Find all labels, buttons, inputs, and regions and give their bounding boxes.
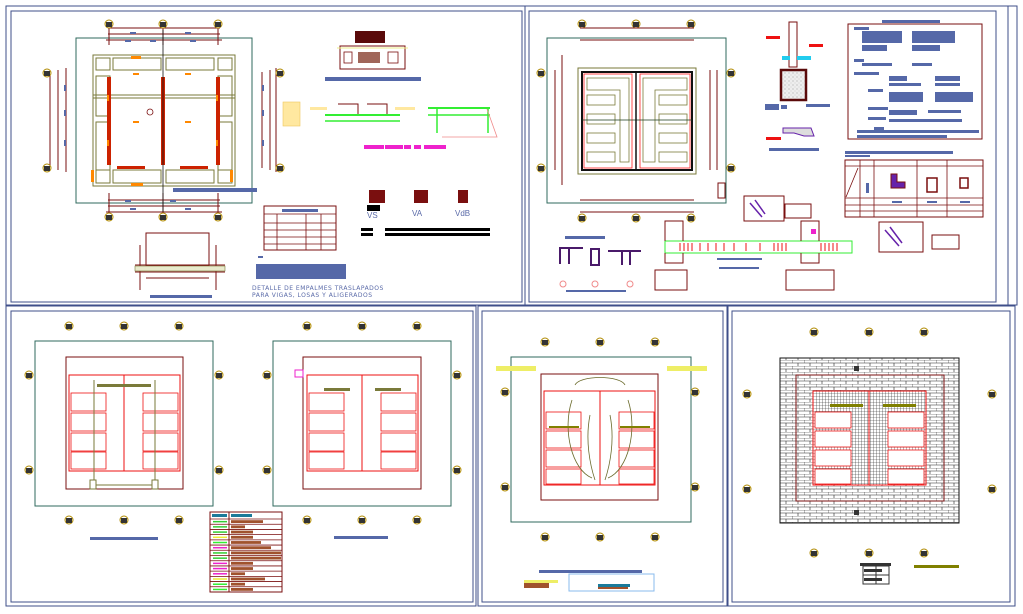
panel-sanitary — [24, 321, 462, 593]
legend-symbol — [213, 567, 227, 570]
site-boundary — [75, 37, 253, 204]
panel-sanitary-frame — [10, 310, 474, 603]
legend-symbol — [213, 562, 227, 565]
legend-rows — [210, 518, 282, 591]
legend-description — [231, 520, 263, 524]
panel-electrical-frame — [481, 310, 724, 603]
columns — [107, 77, 220, 169]
legend-symbol — [213, 552, 227, 554]
finish-table — [860, 563, 959, 585]
legend-symbol — [213, 573, 227, 575]
legend-description — [231, 541, 261, 544]
legend-description — [231, 577, 265, 581]
elevation-view — [325, 31, 421, 81]
section-title-bar — [150, 295, 212, 298]
legend-description — [231, 535, 253, 539]
legend-symbol — [213, 520, 227, 523]
tie-beam-elevation — [654, 220, 853, 291]
legend-symbol — [213, 578, 227, 580]
panel-foundation-frame — [10, 10, 523, 303]
legend-description — [231, 556, 281, 560]
legend-description — [231, 525, 245, 529]
slab-voids — [586, 77, 688, 163]
section-label-vs: VS — [367, 211, 378, 220]
wall-footing-section — [765, 21, 830, 151]
panel-slab — [536, 19, 984, 292]
panel-electrical-outer — [477, 305, 728, 607]
footing-section — [134, 232, 226, 298]
legend-symbol — [213, 531, 227, 533]
legend-description — [231, 567, 253, 570]
general-notes-box — [847, 20, 983, 140]
section-vdb — [458, 190, 468, 203]
drainage-plan — [24, 321, 224, 540]
panel-sanitary-outer — [5, 305, 477, 607]
legend-description — [231, 561, 253, 565]
column-sections — [559, 236, 641, 292]
panel-frames — [5, 5, 1018, 607]
panel-slab-frame — [528, 10, 997, 303]
dimension-labels — [64, 32, 264, 210]
legend-description — [231, 530, 253, 534]
magenta-legend-bar — [364, 145, 446, 149]
legend-symbol — [213, 546, 227, 549]
section-vs — [367, 190, 385, 211]
roof-slab-plan — [536, 19, 736, 223]
legend-symbol — [213, 588, 227, 591]
detail-caption-line-1: DETALLE DE EMPALMES TRASLAPADOS — [252, 285, 384, 292]
legend-description — [231, 572, 245, 576]
panel-finishes-outer — [727, 305, 1016, 607]
legend-description — [231, 546, 271, 550]
single-line-diagram — [524, 570, 655, 592]
detail-caption-line-2: PARA VIGAS, LOSAS Y ALIGERADOS — [252, 292, 373, 299]
orange-markers — [91, 56, 233, 186]
panel-finishes-frame — [731, 310, 1011, 603]
panel-foundation: VS VA VdB DETALLE DE EMPALMES TRASLAPADO… — [42, 19, 498, 299]
column-schedule-table — [844, 151, 984, 218]
beam-sections: VS VA VdB — [361, 190, 490, 236]
elevation-title-bar — [325, 77, 421, 81]
panel-electrical — [496, 337, 707, 592]
legend-symbol — [213, 557, 227, 559]
beam-rebar-detail — [282, 101, 498, 149]
detail-title-bar — [769, 148, 819, 151]
legend-symbol — [213, 583, 227, 585]
legend-description — [231, 551, 281, 555]
water-supply-plan — [262, 321, 462, 539]
legend-description — [231, 582, 245, 586]
floor-finish-plan — [742, 327, 997, 558]
section-label-vdb: VdB — [455, 209, 470, 218]
section-va — [414, 190, 428, 203]
section-label-va: VA — [412, 209, 423, 218]
legend-table — [209, 511, 283, 593]
electrical-plan — [496, 337, 707, 542]
top-row-outer-frame — [5, 5, 1018, 306]
legend-symbol — [213, 536, 227, 539]
legend-symbol — [213, 526, 227, 528]
panel-finishes — [742, 327, 997, 585]
legend-symbol — [213, 541, 227, 544]
notes-block — [256, 264, 346, 279]
foundation-plan — [42, 19, 285, 222]
rebar-schedule-table — [256, 205, 346, 279]
hook-details — [743, 195, 960, 253]
plan-title-bar — [173, 188, 257, 192]
legend-description — [231, 587, 253, 591]
